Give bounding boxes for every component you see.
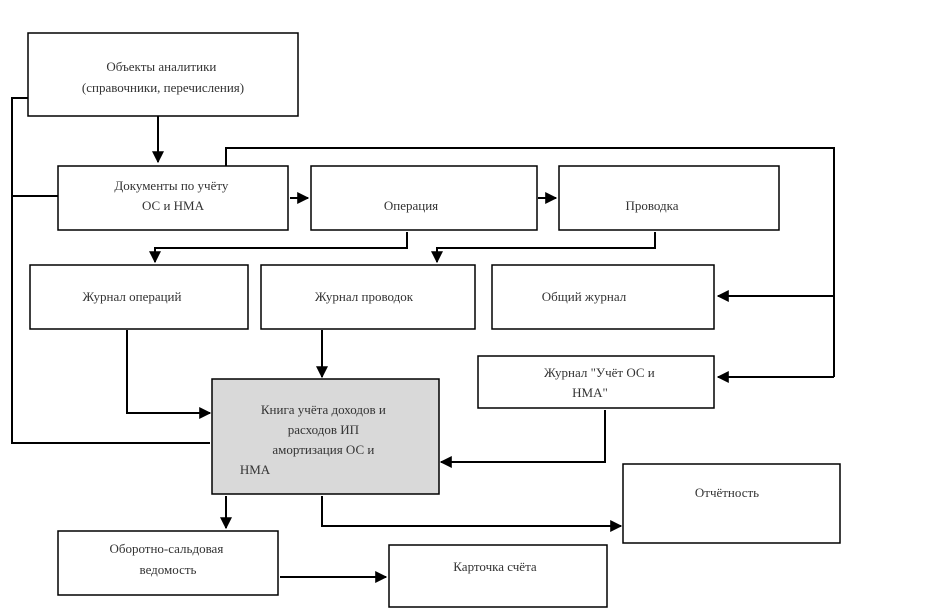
arrows [126,116,834,583]
postings-label: Проводка [625,198,678,213]
svg-text:Журнал "Учёт ОС и НМА": Журнал "Учёт ОС и НМА" [544,365,658,400]
connector-lines [11,97,835,444]
directories-line-2: (справочники, перечисления) [82,80,244,95]
node-account-card: Карточка счёта [388,544,608,608]
postings-journal-label: Журнал проводок [315,289,414,304]
documents-line-2: ОС и НМА [142,198,205,213]
reports-label: Отчётность [695,485,759,500]
node-postings-journal: Журнал проводок [260,264,476,330]
svg-text:Книга учёта доходов и ра: Книга учёта доходов и расходов ИП аморти… [240,402,389,477]
arrow-ops-journal-to-ledger [126,330,212,419]
node-ledger: Книга учёта доходов и расходов ИП аморти… [211,378,440,495]
arrow-ledger-to-reports [321,496,623,532]
node-fa-journal: Журнал "Учёт ОС и НМА" [477,355,715,409]
node-reports: Отчётность [622,463,841,544]
node-documents: Документы по учёту ОС и НМА [57,165,289,231]
svg-text:Оборотно-сальдовая ведом: Оборотно-сальдовая ведомость [109,541,226,577]
ledger-line-2: расходов ИП [288,422,359,437]
turnover-line-1: Оборотно-сальдовая [109,541,223,556]
documents-line-1: Документы по учёту [114,178,228,193]
svg-text:Операция: Операция [384,198,438,213]
right-feedback-line [225,147,835,377]
arrow-postings-to-postings-journal [431,232,656,264]
ledger-line-4: НМА [240,462,271,477]
svg-text:Карточка счёта: Карточка счёта [453,559,537,574]
node-postings: Проводка [558,165,780,231]
node-directories: Объекты аналитики (справочники, перечисл… [27,32,299,117]
operations-label: Операция [384,198,438,213]
node-general-journal: Общий журнал [491,264,715,330]
svg-text:Общий журнал: Общий журнал [542,289,627,304]
svg-text:Проводка: Проводка [625,198,678,213]
arrow-operations-to-ops-journal [149,232,408,264]
general-journal-label: Общий журнал [542,289,627,304]
node-operations: Операция [310,165,538,231]
fa-journal-line-2: НМА" [572,385,608,400]
node-ops-journal: Журнал операций [29,264,249,330]
turnover-line-2: ведомость [140,562,197,577]
ops-journal-label: Журнал операций [83,289,182,304]
svg-text:Отчётность: Отчётность [695,485,759,500]
ledger-line-3: амортизация ОС и [272,442,374,457]
arrow-fa-journal-to-ledger [439,410,606,468]
ledger-line-1: Книга учёта доходов и [261,402,386,417]
node-turnover: Оборотно-сальдовая ведомость [57,530,279,596]
svg-text:Журнал операций: Журнал операций [83,289,182,304]
svg-text:Объекты аналитики (справ: Объекты аналитики (справочники, перечисл… [82,59,244,95]
svg-text:Журнал проводок: Журнал проводок [315,289,414,304]
account-card-label: Карточка счёта [453,559,537,574]
directories-line-1: Объекты аналитики [106,59,216,74]
left-feedback-line [11,97,210,444]
fa-journal-line-1: Журнал "Учёт ОС и [544,365,655,380]
svg-text:Документы по учёту ОС и: Документы по учёту ОС и НМА [114,178,231,213]
